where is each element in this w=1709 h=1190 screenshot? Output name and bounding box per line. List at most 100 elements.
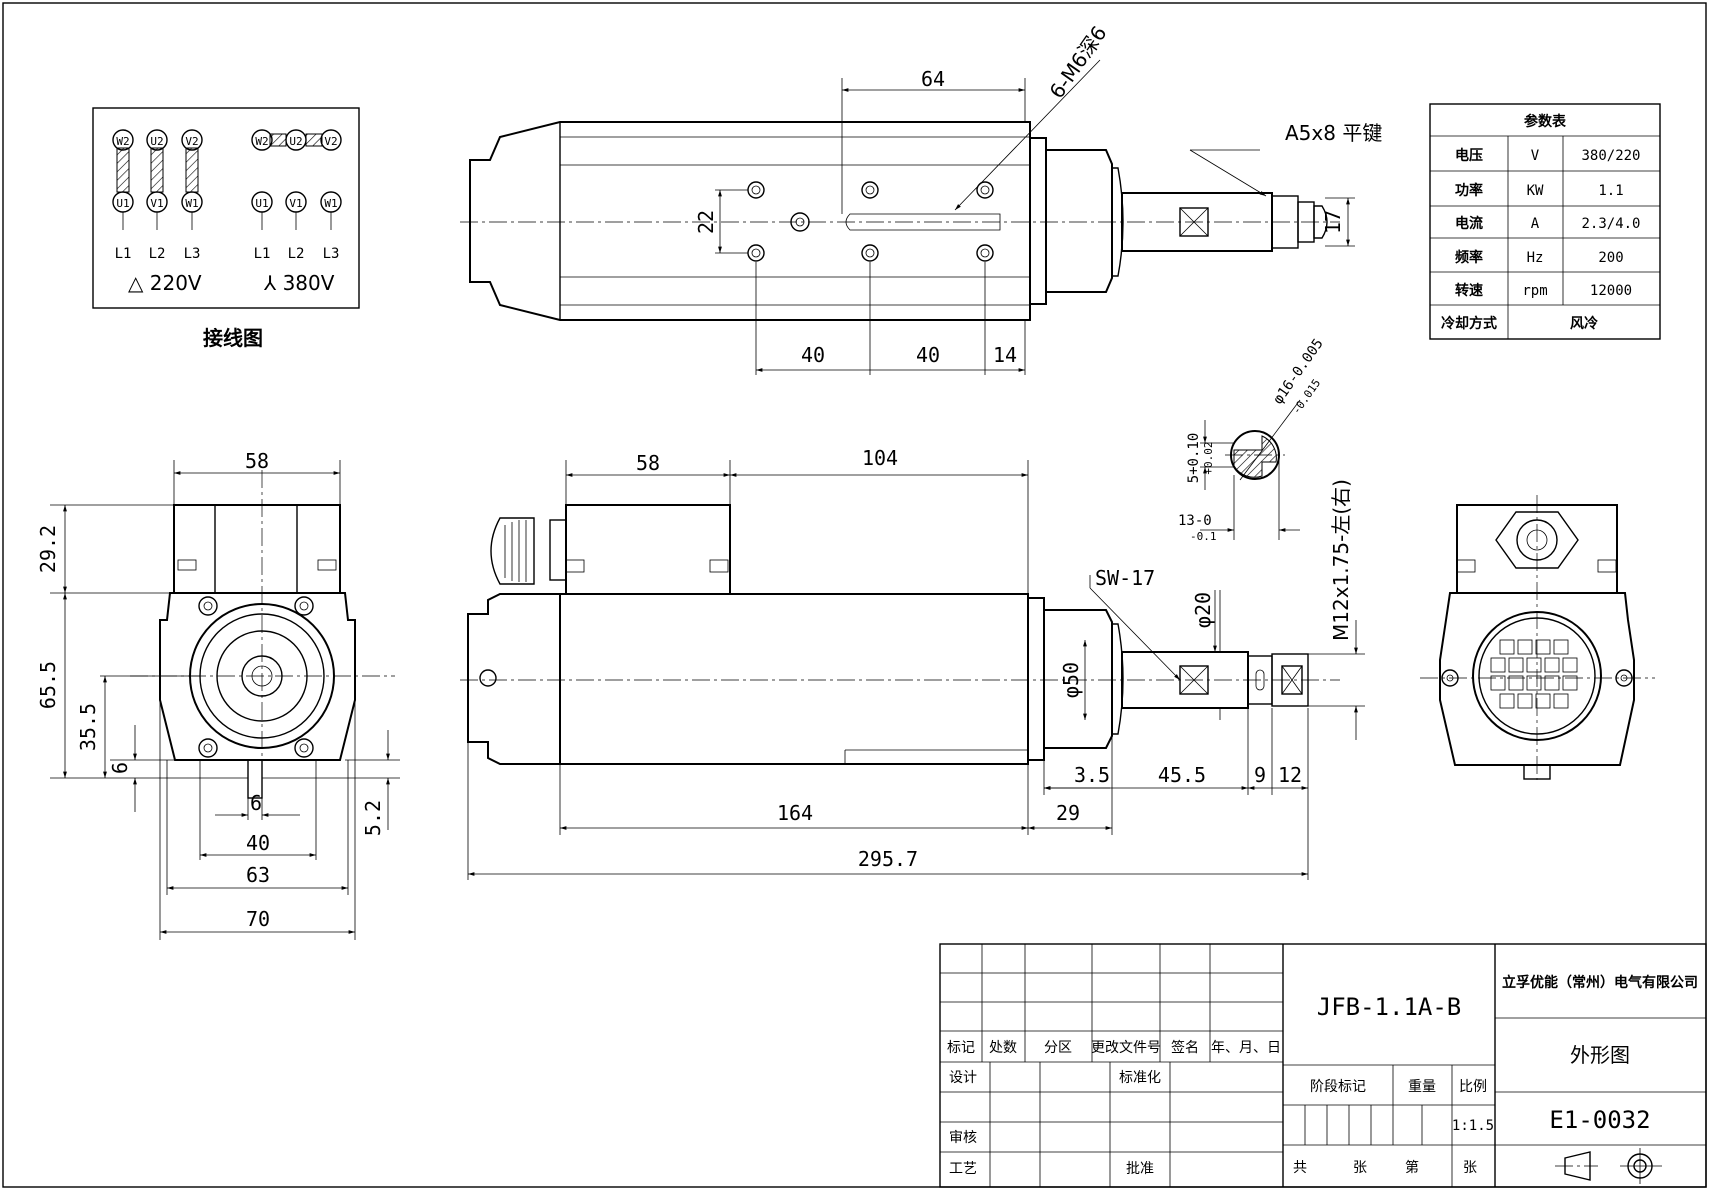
dim-6h: 6 [250,791,262,815]
tb-review: 审核 [949,1130,977,1146]
param-name-voltage: 电压 [1455,147,1483,164]
param-name-cooling: 冷却方式 [1441,315,1497,332]
dim-3-5: 3.5 [1074,763,1110,787]
param-value-frequency: 200 [1598,250,1623,266]
tb-scale: 1:1.5 [1452,1118,1494,1134]
tb-design: 设计 [949,1070,977,1086]
param-unit-speed: rpm [1522,283,1547,299]
dim-45-5: 45.5 [1158,763,1206,787]
dim-6v: 6 [108,762,132,774]
star-bottom-3: W1 [324,197,337,210]
d20-label: φ20 [1191,592,1215,628]
section-depth-lower: -0.1 [1190,530,1217,543]
tb-sheet-no: 第 [1405,1159,1419,1176]
star-top-1: W2 [255,135,268,148]
tb-header-sign: 签名 [1171,1039,1199,1056]
delta-top-3: V2 [185,135,198,148]
star-top-2: U2 [289,135,302,148]
section-depth: 13-0 [1178,513,1212,529]
star-line-2: L2 [288,246,305,262]
dim-295-7: 295.7 [858,847,918,871]
tb-standard: 标准化 [1119,1070,1161,1086]
dim-40a: 40 [801,343,825,367]
front-view: 58 29.2 65.5 35.5 6 6 40 63 70 [36,449,400,940]
param-value-power: 1.1 [1598,183,1623,199]
key-note: A5x8 平键 [1285,121,1382,145]
dim-70: 70 [246,907,270,931]
dim-64: 64 [921,67,945,91]
delta-line-3: L3 [184,246,201,262]
dim-9: 9 [1254,763,1266,787]
dim-29: 29 [1056,801,1080,825]
holes-note: 6-M6深6 [1044,21,1111,102]
tb-header-date: 年、月、日 [1211,1040,1281,1056]
star-label: ⅄ 380V [263,271,335,295]
front-dim-40: 40 [246,831,270,855]
param-value-voltage: 380/220 [1581,148,1640,164]
wiring-caption: 接线图 [203,326,263,350]
delta-line-1: L1 [115,246,132,262]
param-value-speed: 12000 [1590,283,1632,299]
param-name-current: 电流 [1455,215,1483,232]
projection-symbol-icon [1555,1148,1662,1184]
tb-drawing-name: 外形图 [1570,1043,1630,1067]
tb-header-zone: 分区 [1044,1040,1072,1056]
dim-164: 164 [777,801,813,825]
dim-29-2: 29.2 [36,525,60,573]
dim-12: 12 [1278,763,1302,787]
dim-17: 17 [1321,210,1345,234]
star-line-1: L1 [254,246,271,262]
param-unit-current: A [1531,216,1540,232]
delta-top-1: W2 [116,135,129,148]
tb-model: JFB-1.1A-B [1317,993,1462,1021]
dim-14: 14 [993,343,1017,367]
star-bottom-1: U1 [255,197,268,210]
wiring-star: W2 U2 V2 U1 V1 W1 L1 L2 L3 ⅄ 380V [251,129,342,295]
top-view: 64 6-M6深6 A5x8 平键 22 17 40 40 14 [460,21,1382,375]
parameter-table: 参数表 电压 V 380/220 功率 KW 1.1 电流 A 2.3/4.0 … [1429,103,1661,340]
star-bottom-2: V1 [289,197,302,210]
section-key-bottom: +0.02 [1202,441,1215,474]
param-value-current: 2.3/4.0 [1581,216,1640,232]
dim-65-5: 65.5 [36,661,60,709]
param-unit-power: KW [1527,183,1544,199]
title-block: 标记 处数 分区 更改文件号 签名 年、月、日 设计 标准化 审核 工艺 批准 … [939,943,1707,1188]
star-top-3: V2 [324,135,337,148]
dim-104: 104 [862,446,898,470]
tb-company: 立孚优能（常州）电气有限公司 [1502,974,1698,991]
dim-5-2: 5.2 [361,800,385,836]
side-view: 58 104 SW-17 φ20 φ50 M12x1.75-左(右) 3.5 4… [460,446,1365,880]
delta-bottom-3: W1 [185,197,198,210]
thread-label: M12x1.75-左(右) [1329,479,1353,641]
param-value-cooling: 风冷 [1570,315,1598,332]
param-name-power: 功率 [1455,182,1483,199]
param-unit-voltage: V [1531,148,1540,164]
params-title: 参数表 [1524,113,1567,130]
rear-view [1420,495,1655,780]
tb-weight: 重量 [1408,1079,1436,1095]
param-name-speed: 转速 [1455,282,1483,299]
star-line-3: L3 [323,246,340,262]
tb-process: 工艺 [949,1161,977,1177]
sw-label: SW-17 [1095,566,1155,590]
tb-stage-mark: 阶段标记 [1310,1079,1366,1095]
section-key-top: 5+0.10 [1186,433,1202,484]
tb-sheets-total: 共 [1293,1160,1307,1176]
tb-sheets-unit-1: 张 [1353,1160,1367,1176]
front-dim-58: 58 [245,449,269,473]
d50-label: φ50 [1059,662,1083,698]
dim-40b: 40 [916,343,940,367]
param-unit-frequency: Hz [1527,250,1544,266]
mounting-holes [747,181,994,262]
delta-bottom-1: U1 [116,197,129,210]
delta-line-2: L2 [149,246,166,262]
side-dim-58: 58 [636,451,660,475]
dim-63: 63 [246,863,270,887]
tb-approve: 批准 [1126,1161,1154,1177]
delta-label: △ 220V [128,271,202,295]
shaft-section: φ16-0.005 -0.015 5+0.10 +0.02 13-0 -0.1 [1178,336,1327,543]
dim-35-5: 35.5 [76,703,100,751]
wiring-diagram: W2 U2 V2 U1 V1 W1 L1 L2 L3 △ 220V W2 U2 … [92,107,360,350]
